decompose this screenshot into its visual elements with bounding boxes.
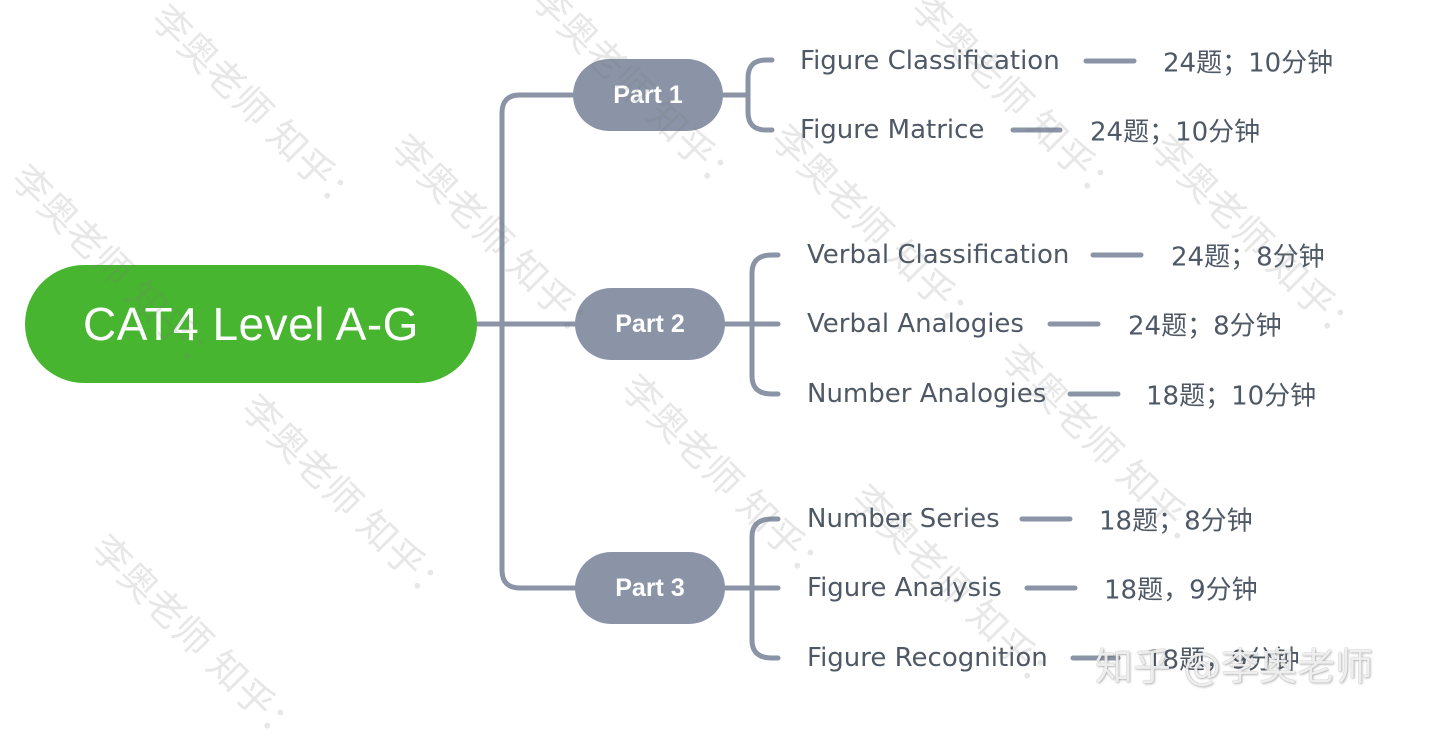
part-3-node: Part 3 bbox=[575, 552, 725, 624]
detail-number-series: 18题；8分钟 bbox=[1099, 506, 1253, 537]
detail-figure-matrice: 24题；10分钟 bbox=[1090, 117, 1261, 148]
watermark-credit: 知乎 @李奥老师 bbox=[1095, 645, 1374, 689]
part3-bracket bbox=[723, 516, 781, 661]
detail-figure-classification: 24题；10分钟 bbox=[1163, 48, 1334, 79]
topic-figure-analysis: Figure Analysis bbox=[807, 573, 1002, 603]
trunk-part3 bbox=[499, 321, 578, 591]
part2-bracket bbox=[723, 252, 781, 397]
part1-bracket bbox=[717, 57, 775, 133]
mind-map: CAT4 Level A-G Part 1 Part 2 Part 3 Figu… bbox=[3, 0, 1374, 754]
detail-verbal-classification: 24题；8分钟 bbox=[1171, 242, 1325, 273]
trunk-part1 bbox=[499, 92, 578, 327]
part-2-label: Part 2 bbox=[615, 309, 685, 338]
part-2-node: Part 2 bbox=[575, 288, 725, 360]
topic-figure-matrice: Figure Matrice bbox=[800, 115, 985, 145]
topic-number-analogies: Number Analogies bbox=[807, 379, 1047, 409]
part-1-node: Part 1 bbox=[573, 59, 723, 131]
topic-figure-classification: Figure Classification bbox=[800, 46, 1060, 76]
topic-verbal-analogies: Verbal Analogies bbox=[807, 309, 1024, 339]
connector-lines bbox=[474, 57, 1144, 661]
root-node: CAT4 Level A-G bbox=[25, 265, 477, 383]
detail-number-analogies: 18题；10分钟 bbox=[1146, 381, 1317, 412]
detail-figure-recognition: 18题，9分钟 bbox=[1146, 645, 1300, 676]
root-label: CAT4 Level A-G bbox=[83, 298, 419, 350]
part-1-label: Part 1 bbox=[613, 80, 683, 109]
topic-verbal-classification: Verbal Classification bbox=[807, 240, 1070, 270]
topic-number-series: Number Series bbox=[807, 504, 1000, 534]
detail-verbal-analogies: 24题；8分钟 bbox=[1128, 311, 1282, 342]
detail-figure-analysis: 18题，9分钟 bbox=[1104, 575, 1258, 606]
part-3-label: Part 3 bbox=[615, 573, 685, 602]
topic-figure-recognition: Figure Recognition bbox=[807, 643, 1048, 673]
